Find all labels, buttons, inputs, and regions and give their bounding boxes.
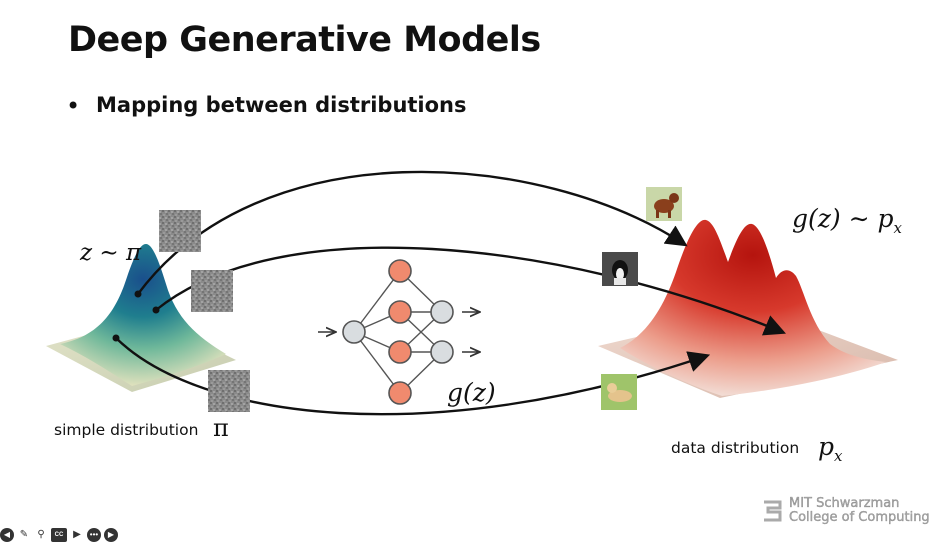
network-nodes <box>342 259 454 405</box>
simple-distribution-label: simple distribution <box>54 421 199 439</box>
hidden-node <box>388 259 412 283</box>
px-subscript: x <box>834 447 843 465</box>
logo-line1: MIT Schwarzman <box>789 496 900 511</box>
input-node <box>342 320 366 344</box>
data-distribution-label: data distribution <box>671 439 800 457</box>
z-sim-pi-label: z ∼ π <box>80 240 142 266</box>
more-icon[interactable]: ••• <box>87 528 101 542</box>
pen-icon[interactable]: ✎ <box>19 529 29 540</box>
logo-text: MIT Schwarzman College of Computing <box>789 496 930 525</box>
bullet-dot: • <box>66 92 81 120</box>
presentation-toolbar: ◀ ✎ ⚲ CC ▶ ••• ▶ <box>0 526 118 544</box>
noise-image <box>159 210 201 252</box>
dog-image-brown <box>646 187 682 221</box>
search-icon[interactable]: ⚲ <box>37 529 45 540</box>
output-node <box>430 340 454 364</box>
network-arrows <box>318 312 480 352</box>
noise-image <box>191 270 233 312</box>
p-symbol: p <box>818 432 835 461</box>
sample-points <box>112 290 160 342</box>
slide-title: Deep Generative Models <box>68 20 541 60</box>
gz-sim-p-text: g(z) ∼ p <box>792 204 894 233</box>
hidden-node <box>388 340 412 364</box>
forward-icon[interactable]: ▶ <box>104 528 118 542</box>
logo-line2: College of Computing <box>789 510 930 525</box>
noise-image <box>208 370 250 412</box>
hidden-node <box>388 381 412 405</box>
gz-network-label: g(z) <box>447 378 496 407</box>
simple-distribution-surface <box>46 244 236 392</box>
dog-image-bw <box>602 252 638 286</box>
neural-network <box>318 259 480 405</box>
pi-symbol: π <box>213 414 229 442</box>
camera-icon[interactable]: ▶ <box>73 529 81 540</box>
px-label: px <box>818 432 842 465</box>
data-distribution-surface <box>598 219 898 398</box>
hidden-node <box>388 300 412 324</box>
noise-images <box>159 210 250 412</box>
mit-logo-icon <box>764 500 782 522</box>
network-edges <box>353 270 443 394</box>
dog-image-golden <box>601 374 637 410</box>
mit-schwarzman-logo: MIT Schwarzman College of Computing <box>762 496 930 525</box>
bullet-text: Mapping between distributions <box>96 93 467 117</box>
gz-sim-px-subscript: x <box>893 219 902 237</box>
back-icon[interactable]: ◀ <box>0 528 14 542</box>
dog-images <box>601 187 682 410</box>
gz-sim-px-label: g(z) ∼ px <box>792 204 902 237</box>
output-node <box>430 300 454 324</box>
captions-icon[interactable]: CC <box>51 528 67 542</box>
